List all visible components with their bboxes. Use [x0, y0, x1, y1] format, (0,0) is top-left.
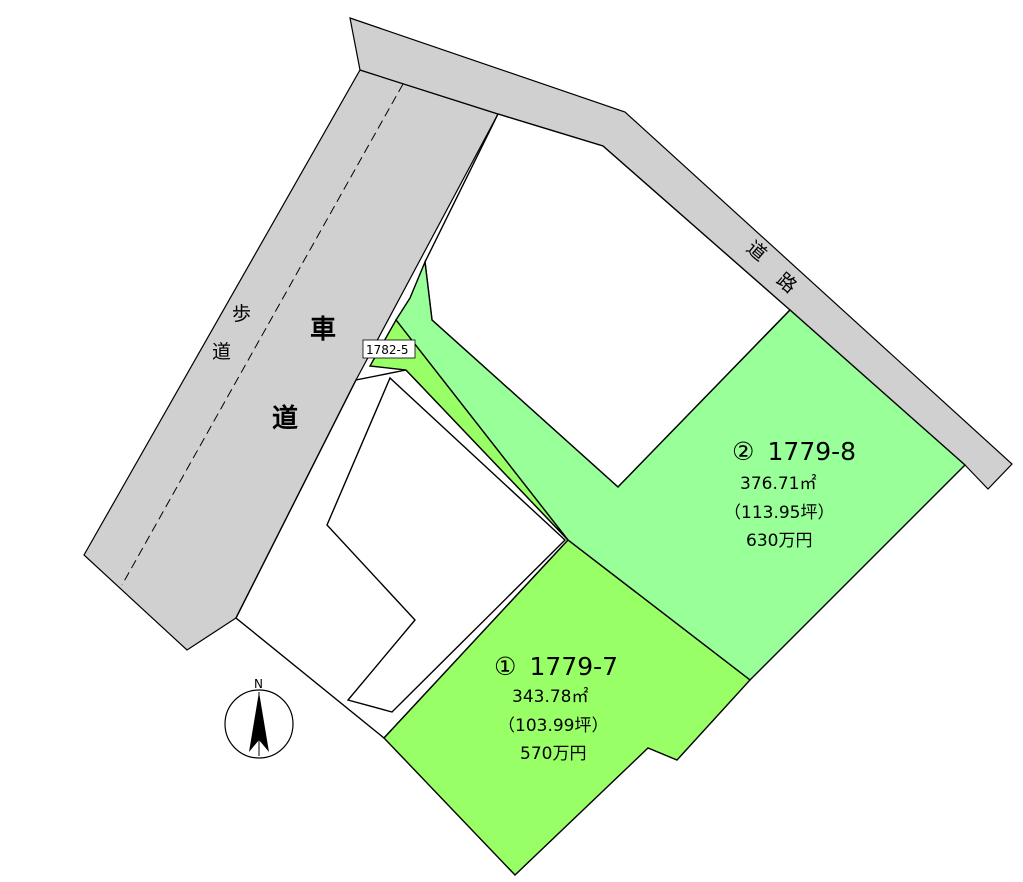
- plot-2-tsubo: （113.95坪）: [724, 503, 834, 523]
- road-label-char-1: 車: [310, 315, 336, 345]
- road-label-char-2: 道: [272, 403, 298, 434]
- plot-1-tsubo: （103.99坪）: [498, 716, 608, 736]
- sidewalk-label-char-1: 歩: [232, 303, 251, 325]
- plot-2-number: 1779-8: [768, 437, 857, 466]
- parcel-tag-box: [362, 339, 416, 359]
- sidewalk-label-char-2: 道: [212, 341, 231, 363]
- plot-2-header: ② 1779-8: [732, 437, 856, 466]
- north-arrow-icon: N: [224, 677, 294, 759]
- plot-1-area: 343.78㎡: [512, 687, 588, 707]
- plot-1-number: 1779-7: [530, 652, 619, 681]
- neighbor-building: [326, 376, 567, 713]
- plot-1-header: ① 1779-7: [494, 652, 618, 681]
- north-label: N: [254, 677, 263, 691]
- sidewalk-divider: [121, 83, 404, 586]
- plot-2-price: 630万円: [746, 531, 812, 551]
- plot-1-price: 570万円: [520, 744, 586, 764]
- plot-2-area: 376.71㎡: [740, 474, 816, 494]
- plot-2-marker: ②: [732, 437, 754, 466]
- parcel-tag: 1782-5: [366, 343, 409, 357]
- plot-1-marker: ①: [494, 652, 516, 681]
- plot-2: [395, 259, 967, 681]
- plot-1: [368, 318, 752, 876]
